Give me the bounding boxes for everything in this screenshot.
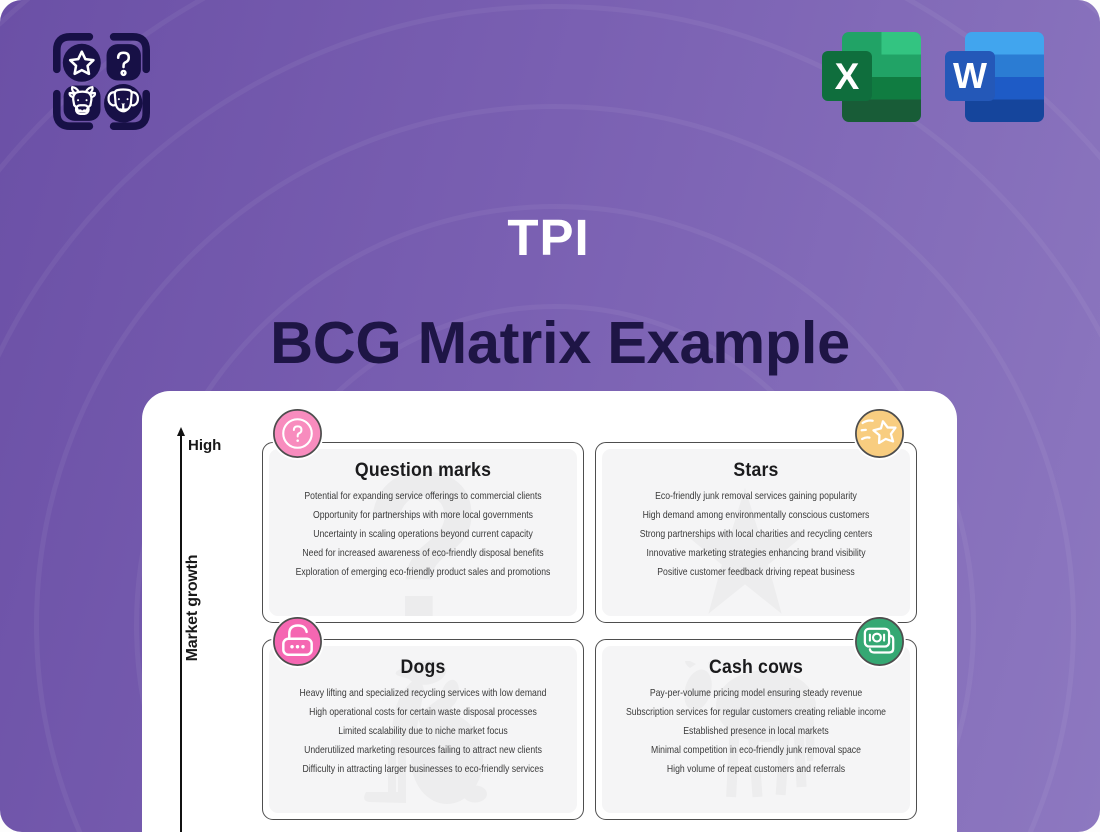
svg-text:W: W bbox=[953, 55, 987, 96]
svg-text:X: X bbox=[835, 56, 860, 97]
